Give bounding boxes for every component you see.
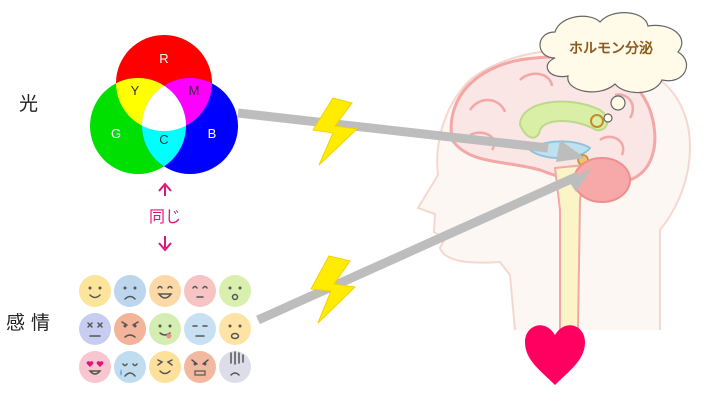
wheel-label-red: R bbox=[159, 51, 168, 66]
hormone-cloud: ホルモン分泌 bbox=[539, 12, 688, 123]
emotion-face-tongue bbox=[149, 313, 181, 345]
lightning-bolt-icon bbox=[312, 97, 359, 166]
emotion-face-love bbox=[79, 351, 111, 383]
emotion-face-crying bbox=[114, 351, 146, 383]
emotion-face-grin bbox=[149, 275, 181, 307]
emotion-face-sad bbox=[114, 275, 146, 307]
emotion-face-grid bbox=[79, 275, 251, 383]
emotion-face-gloomy bbox=[219, 351, 251, 383]
white-center bbox=[142, 78, 186, 131]
light-link-line bbox=[237, 108, 549, 153]
hormone-secretion-label: ホルモン分泌 bbox=[569, 40, 653, 57]
emotion-face-happy bbox=[149, 351, 181, 383]
emotion-label: 感 情 bbox=[6, 312, 50, 334]
same-arrows: 同じ bbox=[149, 182, 181, 252]
wheel-label-green: G bbox=[111, 126, 121, 141]
emotion-face-surprised bbox=[219, 275, 251, 307]
emotion-face-worried bbox=[219, 313, 251, 345]
emotion-link-line bbox=[256, 171, 580, 325]
same-label: 同じ bbox=[149, 207, 181, 226]
emotion-face-furious bbox=[184, 351, 216, 383]
light-label: 光 bbox=[19, 93, 38, 115]
wheel-label-blue: B bbox=[208, 126, 217, 141]
wheel-label-cyan: C bbox=[159, 132, 168, 147]
heart-icon bbox=[525, 325, 585, 385]
emotion-face-meh bbox=[184, 313, 216, 345]
rgb-color-wheel: R G B C Y M bbox=[90, 35, 238, 174]
wheel-label-magenta: M bbox=[189, 83, 200, 98]
emotion-face-dizzy bbox=[79, 313, 111, 345]
emotion-link-arrowhead bbox=[568, 168, 592, 192]
lightning-bolt-icon bbox=[310, 255, 357, 324]
emotion-face-shy bbox=[184, 275, 216, 307]
emotion-face-smile bbox=[79, 275, 111, 307]
emotion-face-angry bbox=[114, 313, 146, 345]
light-link-arrowhead bbox=[556, 140, 585, 162]
wheel-label-yellow: Y bbox=[131, 83, 140, 98]
